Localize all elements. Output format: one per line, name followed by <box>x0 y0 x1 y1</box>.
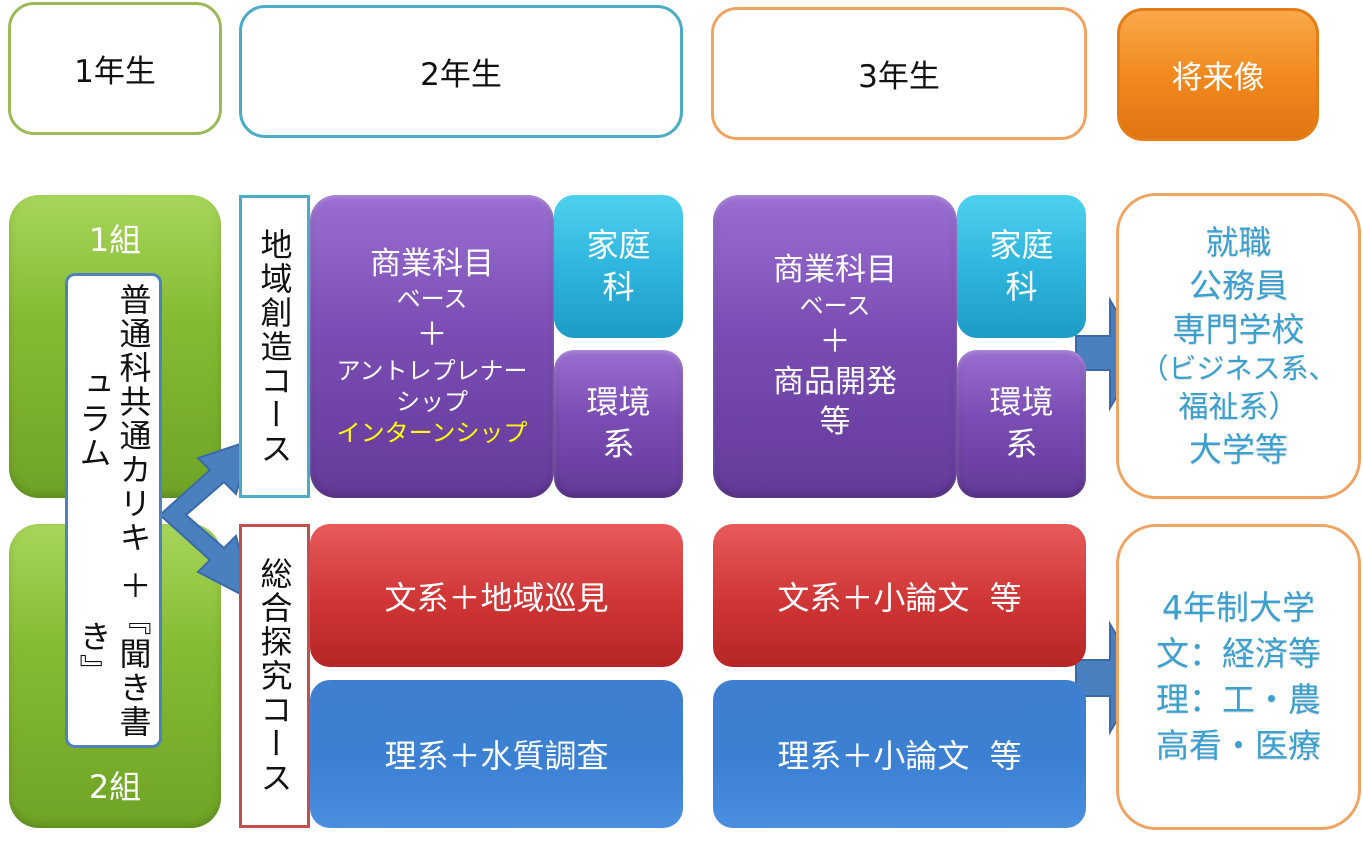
future-university-line3: 理：工・農 <box>1156 680 1321 719</box>
future-employment-line1: 就職 <box>1205 222 1272 262</box>
year2-home-economics-box: 家庭 科 <box>554 195 683 338</box>
year2-home-economics-line1: 家庭 <box>586 225 651 264</box>
future-university-line4: 高看・医療 <box>1156 726 1321 766</box>
year2-commerce-line2: ベース <box>396 285 468 314</box>
future-employment-box: 就職 公務員 専門学校 （ビジネス系、 福祉系） 大学等 <box>1116 193 1361 499</box>
year3-environment-line2: 系 <box>1005 425 1038 463</box>
year3-commerce-line3: ＋ <box>819 323 851 360</box>
header-year2-label: 2年生 <box>420 57 502 93</box>
future-university-line2: 文：経済等 <box>1156 633 1321 673</box>
year2-environment-box: 環境 系 <box>554 350 683 498</box>
inquiry-course-box: 総合探究コース <box>239 524 310 828</box>
common-curriculum-line1: 普通科共通カリキュラム <box>74 283 153 556</box>
header-year2: 2年生 <box>239 5 683 138</box>
header-year1: 1年生 <box>8 2 222 135</box>
year3-humanities-label: 文系＋小論文 等 <box>777 578 1022 617</box>
year3-home-economics-line1: 家庭 <box>989 225 1054 264</box>
future-employment-line4: （ビジネス系、 <box>1140 352 1337 386</box>
class1-label: 1組 <box>88 221 142 259</box>
year3-home-economics-line2: 科 <box>1005 267 1038 306</box>
class2-label: 2組 <box>88 768 142 806</box>
year2-home-economics-line2: 科 <box>602 267 635 306</box>
year3-commerce-line5: 等 <box>819 404 851 441</box>
header-year3-label: 3年生 <box>858 59 940 95</box>
header-year3: 3年生 <box>711 7 1087 140</box>
future-employment-line6: 大学等 <box>1189 429 1288 469</box>
common-curriculum-box: 普通科共通カリキュラム ＋『聞き書き』 <box>65 273 162 748</box>
year2-humanities-label: 文系＋地域巡見 <box>384 578 609 617</box>
year2-commerce-line1: 商業科目 <box>370 245 494 282</box>
year2-internship-label: インターンシップ <box>336 418 528 447</box>
regional-course-label: 地域創造コース <box>255 227 294 466</box>
year2-science-label: 理系＋水質調査 <box>384 737 609 775</box>
future-university-box: 4年制大学 文：経済等 理：工・農 高看・医療 <box>1116 524 1361 830</box>
future-employment-line2: 公務員 <box>1189 266 1288 306</box>
year3-commerce-line2: ベース <box>799 291 871 320</box>
year3-science-label: 理系＋小論文 等 <box>777 737 1022 775</box>
header-future-label: 将来像 <box>1171 60 1265 96</box>
header-future: 将来像 <box>1117 8 1319 141</box>
year2-commerce-box: 商業科目 ベース ＋ アントレプレナー シップ インターンシップ <box>310 195 554 498</box>
year3-commerce-line4: 商品開発 <box>773 364 897 401</box>
year2-environment-line2: 系 <box>602 425 635 463</box>
year2-humanities-box: 文系＋地域巡見 <box>310 524 683 667</box>
year2-commerce-line3: ＋ <box>416 317 448 354</box>
regional-course-box: 地域創造コース <box>239 195 310 498</box>
year2-commerce-line4: アントレプレナー <box>336 356 528 385</box>
year3-environment-line1: 環境 <box>989 383 1054 422</box>
year2-environment-line1: 環境 <box>586 383 651 422</box>
year2-commerce-line5: シップ <box>396 387 468 416</box>
year3-home-economics-box: 家庭 科 <box>957 195 1086 338</box>
branch-arrow-shape <box>158 438 254 602</box>
inquiry-course-label: 総合探究コース <box>255 557 294 795</box>
future-university-line1: 4年制大学 <box>1162 587 1315 627</box>
future-employment-line3: 専門学校 <box>1172 309 1305 349</box>
common-curriculum-line2: ＋『聞き書き』 <box>74 568 153 739</box>
future-employment-line5: 福祉系） <box>1178 390 1299 426</box>
year3-environment-box: 環境 系 <box>957 350 1086 498</box>
year3-commerce-box: 商業科目 ベース ＋ 商品開発 等 <box>713 195 957 498</box>
year2-science-box: 理系＋水質調査 <box>310 680 683 828</box>
year3-science-box: 理系＋小論文 等 <box>713 680 1086 828</box>
header-year1-label: 1年生 <box>74 54 156 90</box>
year3-commerce-line1: 商業科目 <box>773 252 897 289</box>
year3-humanities-box: 文系＋小論文 等 <box>713 524 1086 667</box>
branch-arrow <box>158 438 254 602</box>
